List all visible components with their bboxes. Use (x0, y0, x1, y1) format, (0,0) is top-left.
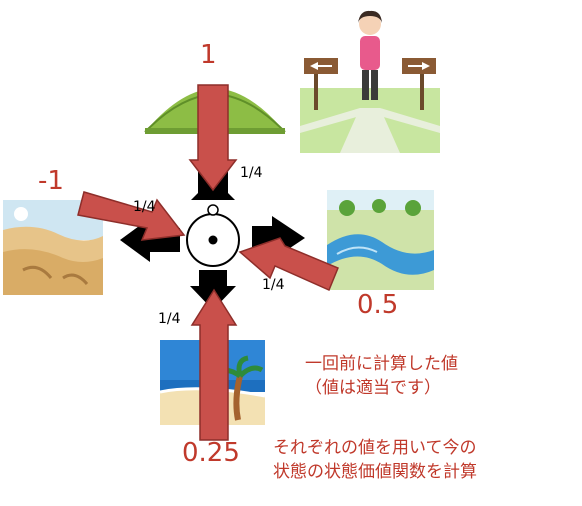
compute-note-line1: それぞれの値を用いて今の (273, 438, 477, 458)
value-arrow-bottom (190, 288, 238, 441)
value-label-bottom: 0.25 (182, 438, 240, 468)
compute-note-line2: 状態の状態価値関数を計算 (273, 462, 477, 482)
crossroads-scene (300, 8, 440, 153)
state-node-tab (207, 204, 219, 216)
probability-label-right: 1/4 (262, 277, 285, 293)
previous-value-note-line2: （値は適当です） (305, 378, 441, 398)
value-arrow-right (238, 237, 339, 291)
probability-label-left: 1/4 (133, 199, 156, 215)
state-node-center (208, 235, 218, 245)
value-label-left: -1 (38, 166, 64, 196)
probability-label-top: 1/4 (240, 165, 263, 181)
compute-note: それぞれの値を用いて今の 状態の状態価値関数を計算 (273, 436, 477, 484)
value-label-top: 1 (200, 40, 217, 70)
river-scene (327, 190, 434, 290)
previous-value-note: 一回前に計算した値 （値は適当です） (305, 352, 458, 400)
value-label-right: 0.5 (357, 290, 399, 320)
probability-label-bottom: 1/4 (158, 311, 181, 327)
desert-scene (3, 200, 103, 295)
value-arrow-top (188, 84, 238, 192)
previous-value-note-line1: 一回前に計算した値 (305, 354, 458, 374)
value-arrow-left (77, 191, 186, 241)
